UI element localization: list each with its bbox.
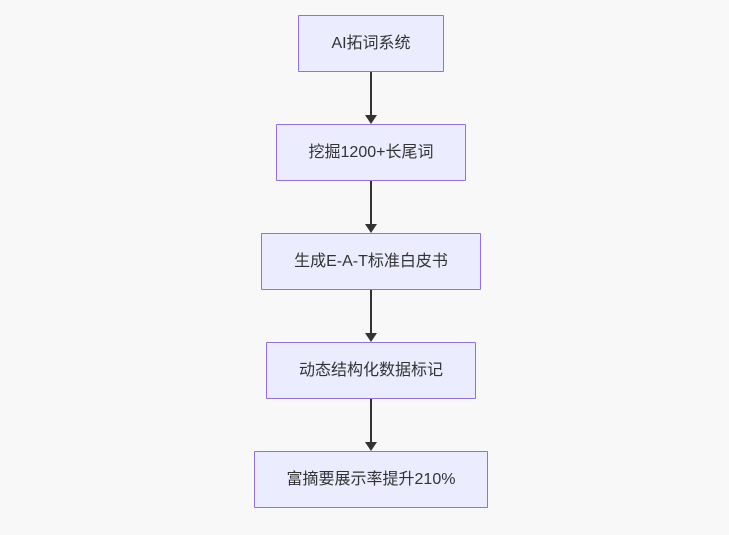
flow-node-eat-whitepaper: 生成E-A-T标准白皮书 (261, 233, 481, 290)
flow-edge-2-3 (364, 181, 378, 233)
flow-node-label: 富摘要展示率提升210% (286, 470, 456, 488)
arrow-line (370, 290, 372, 333)
flow-node-ai-word-expansion: AI拓词系统 (298, 15, 444, 72)
arrow-down-icon (365, 115, 377, 124)
flow-edge-1-2 (364, 72, 378, 124)
flow-edge-4-5 (364, 399, 378, 451)
flow-node-structured-data: 动态结构化数据标记 (266, 342, 477, 399)
arrow-down-icon (365, 333, 377, 342)
flow-node-longtail-mining: 挖掘1200+长尾词 (275, 124, 467, 181)
flow-edge-3-4 (364, 290, 378, 342)
flow-node-label: 挖掘1200+长尾词 (308, 143, 434, 161)
arrow-line (370, 399, 372, 442)
flow-node-rich-snippet-result: 富摘要展示率提升210% (253, 451, 489, 508)
arrow-down-icon (365, 224, 377, 233)
arrow-line (370, 181, 372, 224)
flow-node-label: 动态结构化数据标记 (299, 361, 444, 379)
arrow-line (370, 72, 372, 115)
arrow-down-icon (365, 442, 377, 451)
flow-node-label: 生成E-A-T标准白皮书 (294, 252, 448, 270)
flow-node-label: AI拓词系统 (331, 34, 411, 52)
